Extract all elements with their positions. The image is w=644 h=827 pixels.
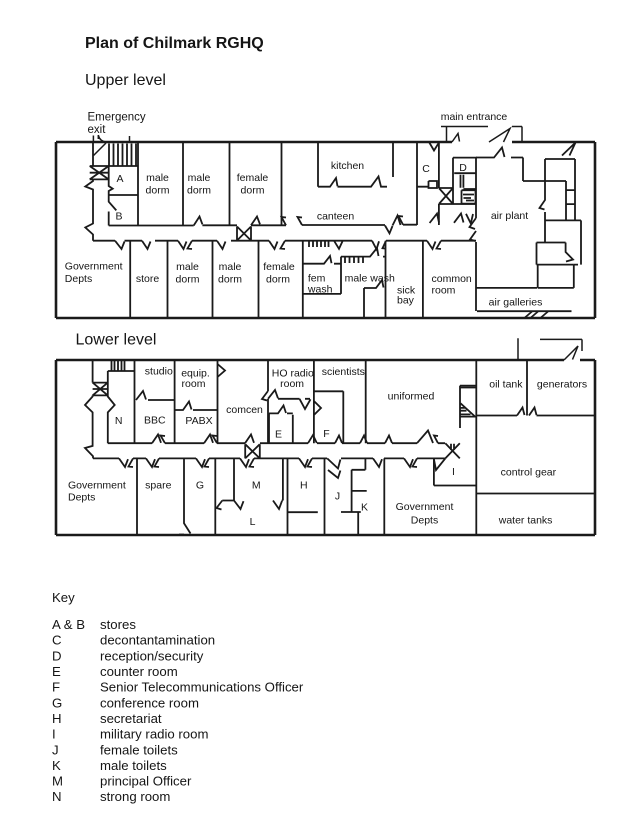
svg-text:F: F: [323, 428, 329, 440]
svg-text:fem: fem: [308, 273, 326, 285]
svg-text:K: K: [52, 758, 61, 773]
svg-text:strong room: strong room: [100, 789, 170, 804]
svg-text:equip.: equip.: [181, 368, 210, 380]
svg-text:C: C: [52, 633, 62, 648]
svg-text:room: room: [432, 285, 456, 297]
svg-text:female toilets: female toilets: [100, 743, 178, 758]
svg-text:A: A: [116, 173, 123, 185]
svg-text:male: male: [188, 172, 211, 184]
svg-text:counter room: counter room: [100, 664, 178, 679]
svg-text:dorm: dorm: [266, 274, 290, 286]
svg-text:decontantamination: decontantamination: [100, 633, 215, 648]
svg-text:female: female: [237, 172, 269, 184]
svg-text:Senior Telecommunications Offi: Senior Telecommunications Officer: [100, 680, 304, 695]
svg-text:reception/security: reception/security: [100, 649, 204, 664]
svg-text:canteen: canteen: [317, 211, 355, 223]
svg-text:BBC: BBC: [144, 415, 166, 427]
svg-text:military radio room: military radio room: [100, 727, 208, 742]
svg-text:Plan of Chilmark RGHQ: Plan of Chilmark RGHQ: [85, 35, 264, 52]
svg-text:M: M: [252, 480, 261, 492]
svg-text:Key: Key: [52, 590, 75, 605]
svg-text:N: N: [115, 415, 123, 427]
svg-text:HO radio: HO radio: [272, 368, 314, 380]
svg-text:wash: wash: [307, 284, 333, 296]
svg-text:principal Officer: principal Officer: [100, 774, 192, 789]
svg-text:oil tank: oil tank: [489, 379, 523, 391]
svg-text:C: C: [422, 163, 430, 175]
svg-text:comcen: comcen: [226, 404, 263, 416]
svg-text:I: I: [452, 466, 455, 478]
svg-text:I: I: [52, 727, 56, 742]
svg-text:D: D: [52, 649, 62, 664]
svg-text:secretariat: secretariat: [100, 711, 162, 726]
svg-text:K: K: [361, 502, 368, 514]
svg-text:Upper level: Upper level: [85, 72, 166, 89]
svg-text:Government: Government: [396, 501, 454, 513]
svg-text:air plant: air plant: [491, 210, 528, 222]
svg-text:exit: exit: [88, 124, 107, 136]
svg-text:control gear: control gear: [501, 467, 557, 479]
svg-text:main entrance: main entrance: [441, 111, 508, 123]
svg-text:L: L: [250, 516, 256, 528]
svg-text:kitchen: kitchen: [331, 160, 364, 172]
svg-text:PABX: PABX: [185, 415, 212, 427]
svg-text:E: E: [52, 664, 61, 679]
svg-text:sick: sick: [397, 285, 416, 297]
svg-text:spare: spare: [145, 480, 171, 492]
svg-text:male toilets: male toilets: [100, 758, 167, 773]
svg-text:room: room: [280, 378, 304, 390]
svg-text:N: N: [52, 789, 62, 804]
svg-text:Lower level: Lower level: [76, 332, 157, 349]
svg-text:F: F: [52, 680, 60, 695]
svg-text:Government: Government: [68, 480, 126, 492]
svg-text:D: D: [459, 162, 467, 174]
svg-text:J: J: [52, 743, 59, 758]
svg-text:Government: Government: [65, 261, 123, 273]
svg-text:scientists: scientists: [322, 366, 365, 378]
svg-text:store: store: [136, 273, 160, 285]
svg-text:bay: bay: [397, 295, 415, 307]
svg-text:dorm: dorm: [146, 185, 170, 197]
svg-text:air galleries: air galleries: [489, 297, 543, 309]
svg-text:uniformed: uniformed: [388, 391, 435, 403]
svg-text:dorm: dorm: [218, 274, 242, 286]
svg-text:A & B: A & B: [52, 617, 85, 632]
svg-text:dorm: dorm: [187, 185, 211, 197]
svg-text:male wash: male wash: [345, 273, 395, 285]
svg-text:male: male: [146, 172, 169, 184]
svg-text:G: G: [196, 480, 204, 492]
svg-text:dorm: dorm: [241, 185, 265, 197]
svg-text:H: H: [52, 711, 62, 726]
svg-text:G: G: [52, 696, 62, 711]
svg-text:E: E: [275, 429, 282, 441]
svg-text:Depts: Depts: [411, 515, 438, 527]
svg-text:H: H: [300, 480, 308, 492]
svg-text:studio: studio: [145, 366, 173, 378]
svg-text:room: room: [182, 378, 206, 390]
svg-text:male: male: [176, 261, 199, 273]
svg-text:dorm: dorm: [176, 274, 200, 286]
svg-text:stores: stores: [100, 617, 136, 632]
svg-text:common: common: [432, 273, 472, 285]
svg-text:M: M: [52, 774, 63, 789]
svg-text:female: female: [263, 261, 295, 273]
svg-text:B: B: [115, 211, 122, 223]
svg-text:conference room: conference room: [100, 696, 199, 711]
svg-text:J: J: [335, 491, 340, 503]
svg-text:Depts: Depts: [68, 492, 95, 504]
svg-text:male: male: [219, 261, 242, 273]
svg-text:water tanks: water tanks: [498, 515, 553, 527]
svg-text:generators: generators: [537, 379, 587, 391]
svg-text:Depts: Depts: [65, 273, 92, 285]
svg-text:Emergency: Emergency: [88, 112, 146, 124]
